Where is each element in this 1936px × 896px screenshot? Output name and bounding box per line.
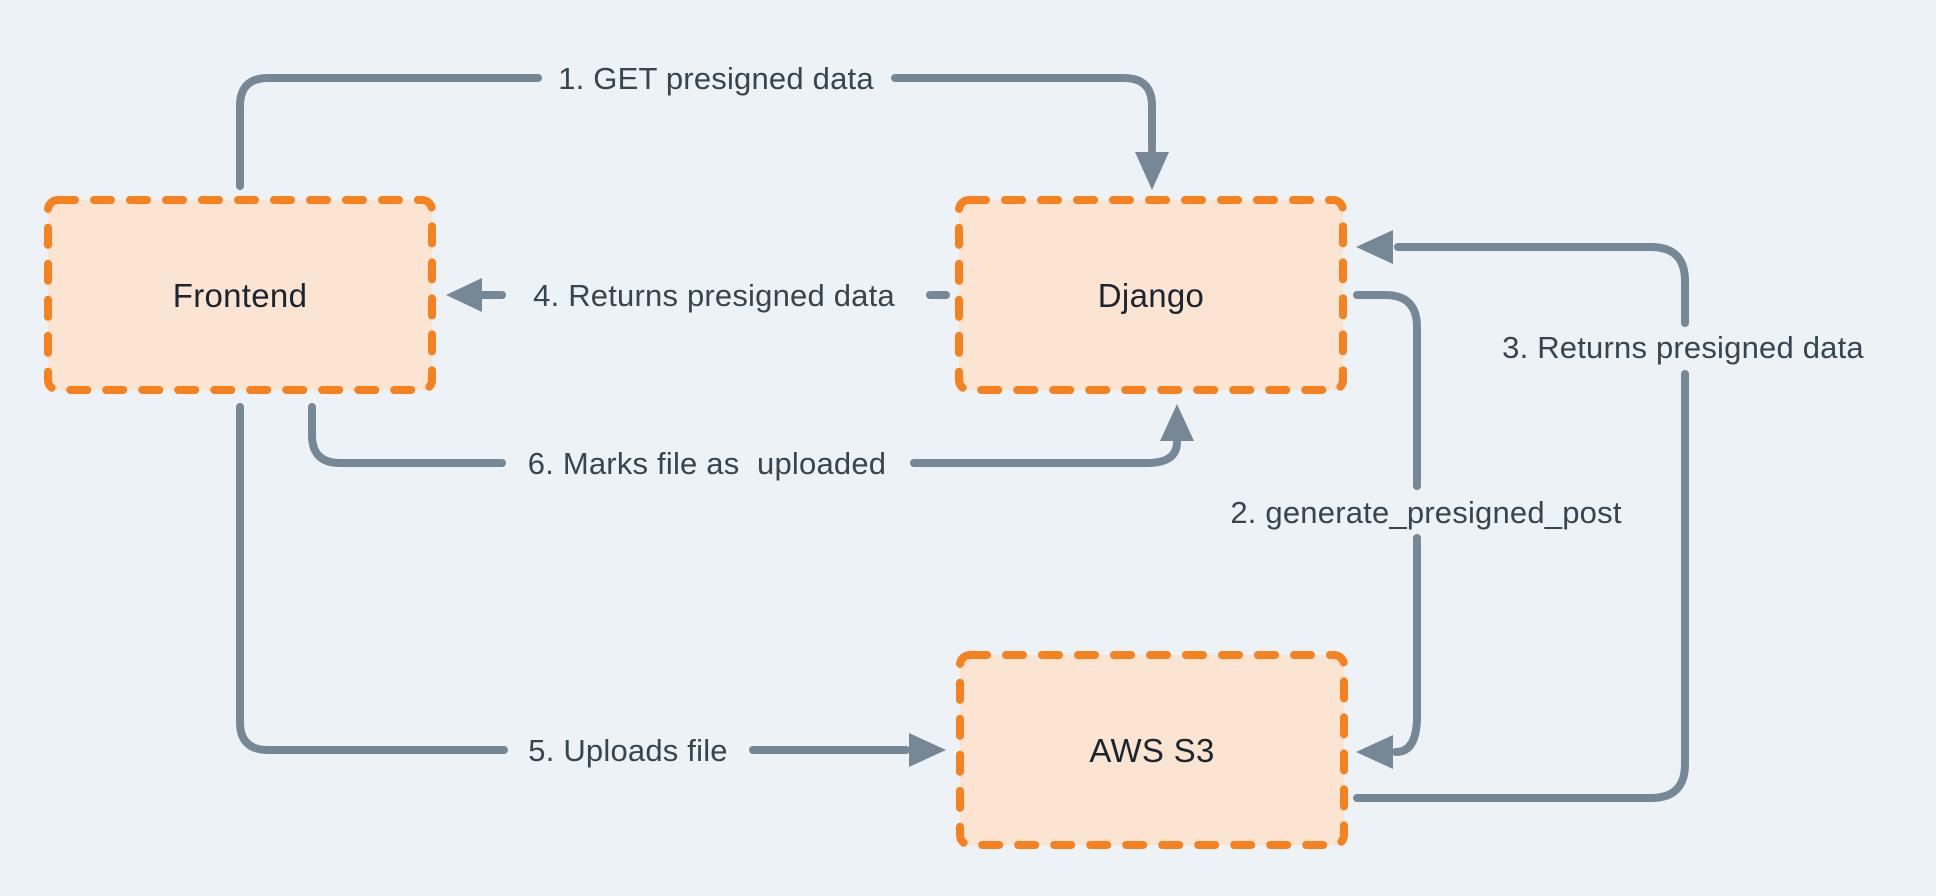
arrow-1-arrowhead-down-icon xyxy=(1135,152,1169,190)
aws-s3-node-label: AWS S3 xyxy=(1089,732,1215,769)
edge-label-step-3: 3. Returns presigned data xyxy=(1502,330,1864,365)
arrow-6-segment-end xyxy=(910,438,1181,467)
arrow-1-segment-end xyxy=(891,74,1156,154)
arrow-6-arrowhead-up-icon xyxy=(1160,404,1194,441)
edge-label-step-4: 4. Returns presigned data xyxy=(533,278,895,313)
arrow-1-segment-start xyxy=(236,74,542,190)
edge-label-step-2: 2. generate_presigned_post xyxy=(1230,495,1622,530)
frontend-node-label: Frontend xyxy=(172,277,308,314)
arrow-2-segment-end xyxy=(1392,534,1421,756)
arrow-5-arrowhead-right-icon xyxy=(909,733,946,767)
edge-label-step-6: 6. Marks file as uploaded xyxy=(527,446,887,481)
aws-s3-node-box xyxy=(956,651,1348,849)
arrow-3-segment-start xyxy=(1353,370,1689,802)
frontend-node-box xyxy=(44,196,436,394)
arrow-5-segment-start xyxy=(236,403,508,754)
arrow-6-segment-start xyxy=(308,403,506,467)
django-node-label: Django xyxy=(1097,277,1205,314)
arrow-2-arrowhead-left-icon xyxy=(1356,735,1393,769)
edge-label-step-1: 1. GET presigned data xyxy=(558,61,874,96)
arrow-4-arrowhead-left-icon xyxy=(446,278,482,312)
arrow-2-segment-start xyxy=(1353,291,1421,490)
arrow-3-segment-end xyxy=(1394,243,1689,327)
django-node-box xyxy=(955,196,1347,394)
edge-label-step-5: 5. Uploads file xyxy=(528,733,728,768)
arrow-3-arrowhead-left-icon xyxy=(1356,230,1393,264)
